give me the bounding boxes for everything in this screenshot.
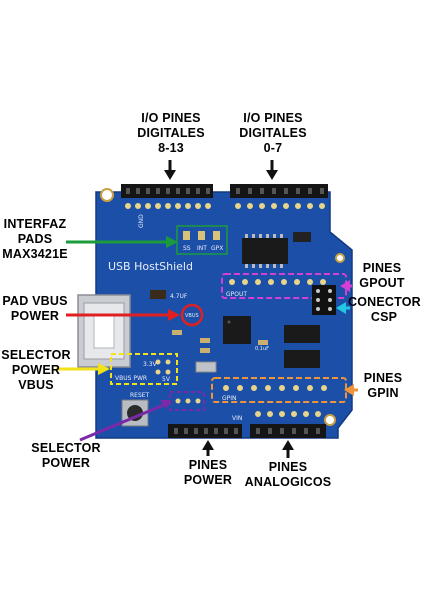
label-power-line2: POWER [183,473,233,487]
arrow-gpin [344,384,358,396]
label-gpout: PINES GPOUT [352,261,412,291]
header-digital-0-7 [230,184,328,209]
ic-right-upper [284,325,320,343]
ss-silk: SS [183,245,191,252]
label-selector-vbus-line3: VBUS [18,378,54,392]
ic-top-right [242,238,288,264]
int-silk: INT [197,245,207,252]
vin-silk: VIN [232,415,242,422]
arrow-interfaz [66,236,178,248]
gnd-silk: GND [138,214,145,228]
arrow-selector-power [79,400,172,442]
label-selector-vbus: SELECTOR POWER VBUS [0,348,72,393]
gpx-silk: GPX [211,245,223,252]
reset-silk: RESET [130,392,150,399]
crystal [195,361,217,373]
gpin-pads: GPIN [211,377,347,403]
label-analog: PINES ANALOGICOS [242,460,334,490]
arrow-csp [336,302,350,314]
label-interfaz-line3: MAX3421E [2,247,68,261]
mounting-hole [335,253,345,263]
arrow-io-low [266,160,278,180]
label-selector-power-line2: POWER [41,456,91,470]
v33-silk: 3.3V [143,361,158,368]
label-interfaz-line1: INTERFAZ [3,217,67,231]
interfaz-pads: SS INT GPX [176,225,228,255]
label-analog-line2: ANALOGICOS [244,475,332,489]
arrow-selector-vbus [56,363,110,375]
label-pad-vbus-line1: PAD VBUS [2,294,68,308]
label-csp-line2: CSP [370,310,398,324]
label-selector-power: SELECTOR POWER [26,441,106,471]
label-analog-line1: PINES [268,460,308,474]
header-digital-8-13 [121,184,213,209]
label-io-low: I/O PINES DIGITALES 0-7 [228,111,318,156]
gpin-silk: GPIN [222,395,237,402]
csp-connector [312,285,336,315]
label-csp-line1: CONECTOR [348,295,421,309]
label-power-line1: PINES [188,458,228,472]
label-pad-vbus-line2: POWER [10,309,60,323]
label-io-high-line3: 8-13 [158,141,184,155]
arrow-gpout [340,280,352,292]
gpout-silk: GPOUT [226,291,247,298]
mounting-hole [324,414,336,426]
vbus-pad-silk: VBUS [185,313,199,319]
v5-silk: 5V [162,376,171,383]
header-power: VIN [168,415,242,438]
label-gpin-line1: PINES [363,371,403,385]
label-interfaz-line2: PADS [17,232,53,246]
label-gpin-line2: GPIN [367,386,399,400]
label-io-low-line2: DIGITALES [239,126,307,140]
label-gpout-line1: PINES [362,261,402,275]
vbus-pad-highlight [180,303,204,327]
vbus-pwr-silk: VBUS PWR [115,375,147,382]
arrow-analog [282,440,294,458]
arrow-pad-vbus [66,309,180,321]
header-analog [250,411,326,438]
label-io-high-line1: I/O PINES [141,111,201,125]
label-io-low-line1: I/O PINES [243,111,303,125]
label-selector-power-line1: SELECTOR [31,441,101,455]
arrow-power [202,440,214,456]
vbus-selector: 3.3V VBUS PWR 5V [110,353,178,385]
label-io-low-line3: 0-7 [263,141,283,155]
label-pad-vbus: PAD VBUS POWER [0,294,70,324]
label-selector-vbus-line1: SELECTOR [1,348,71,362]
label-io-high: I/O PINES DIGITALES 8-13 [126,111,216,156]
mounting-hole [100,188,114,202]
crystal-small [293,232,311,242]
label-interfaz: INTERFAZ PADS MAX3421E [0,217,70,262]
label-gpout-line2: GPOUT [359,276,405,290]
cap-silk: 4.7UF [170,293,188,300]
label-gpin: PINES GPIN [355,371,411,401]
usb-a-port [77,294,131,368]
ic-right-lower [284,350,320,368]
max3421e-chip [223,316,251,344]
label-power: PINES POWER [170,458,246,488]
label-csp: CONECTOR CSP [348,295,421,325]
label-io-high-line2: DIGITALES [137,126,205,140]
arrow-io-high [164,160,176,180]
cap2-silk: 0.1uF [255,346,269,352]
capacitor [150,290,166,299]
board-title-silk: USB HostShield [108,260,193,273]
label-selector-vbus-line2: POWER [11,363,61,377]
